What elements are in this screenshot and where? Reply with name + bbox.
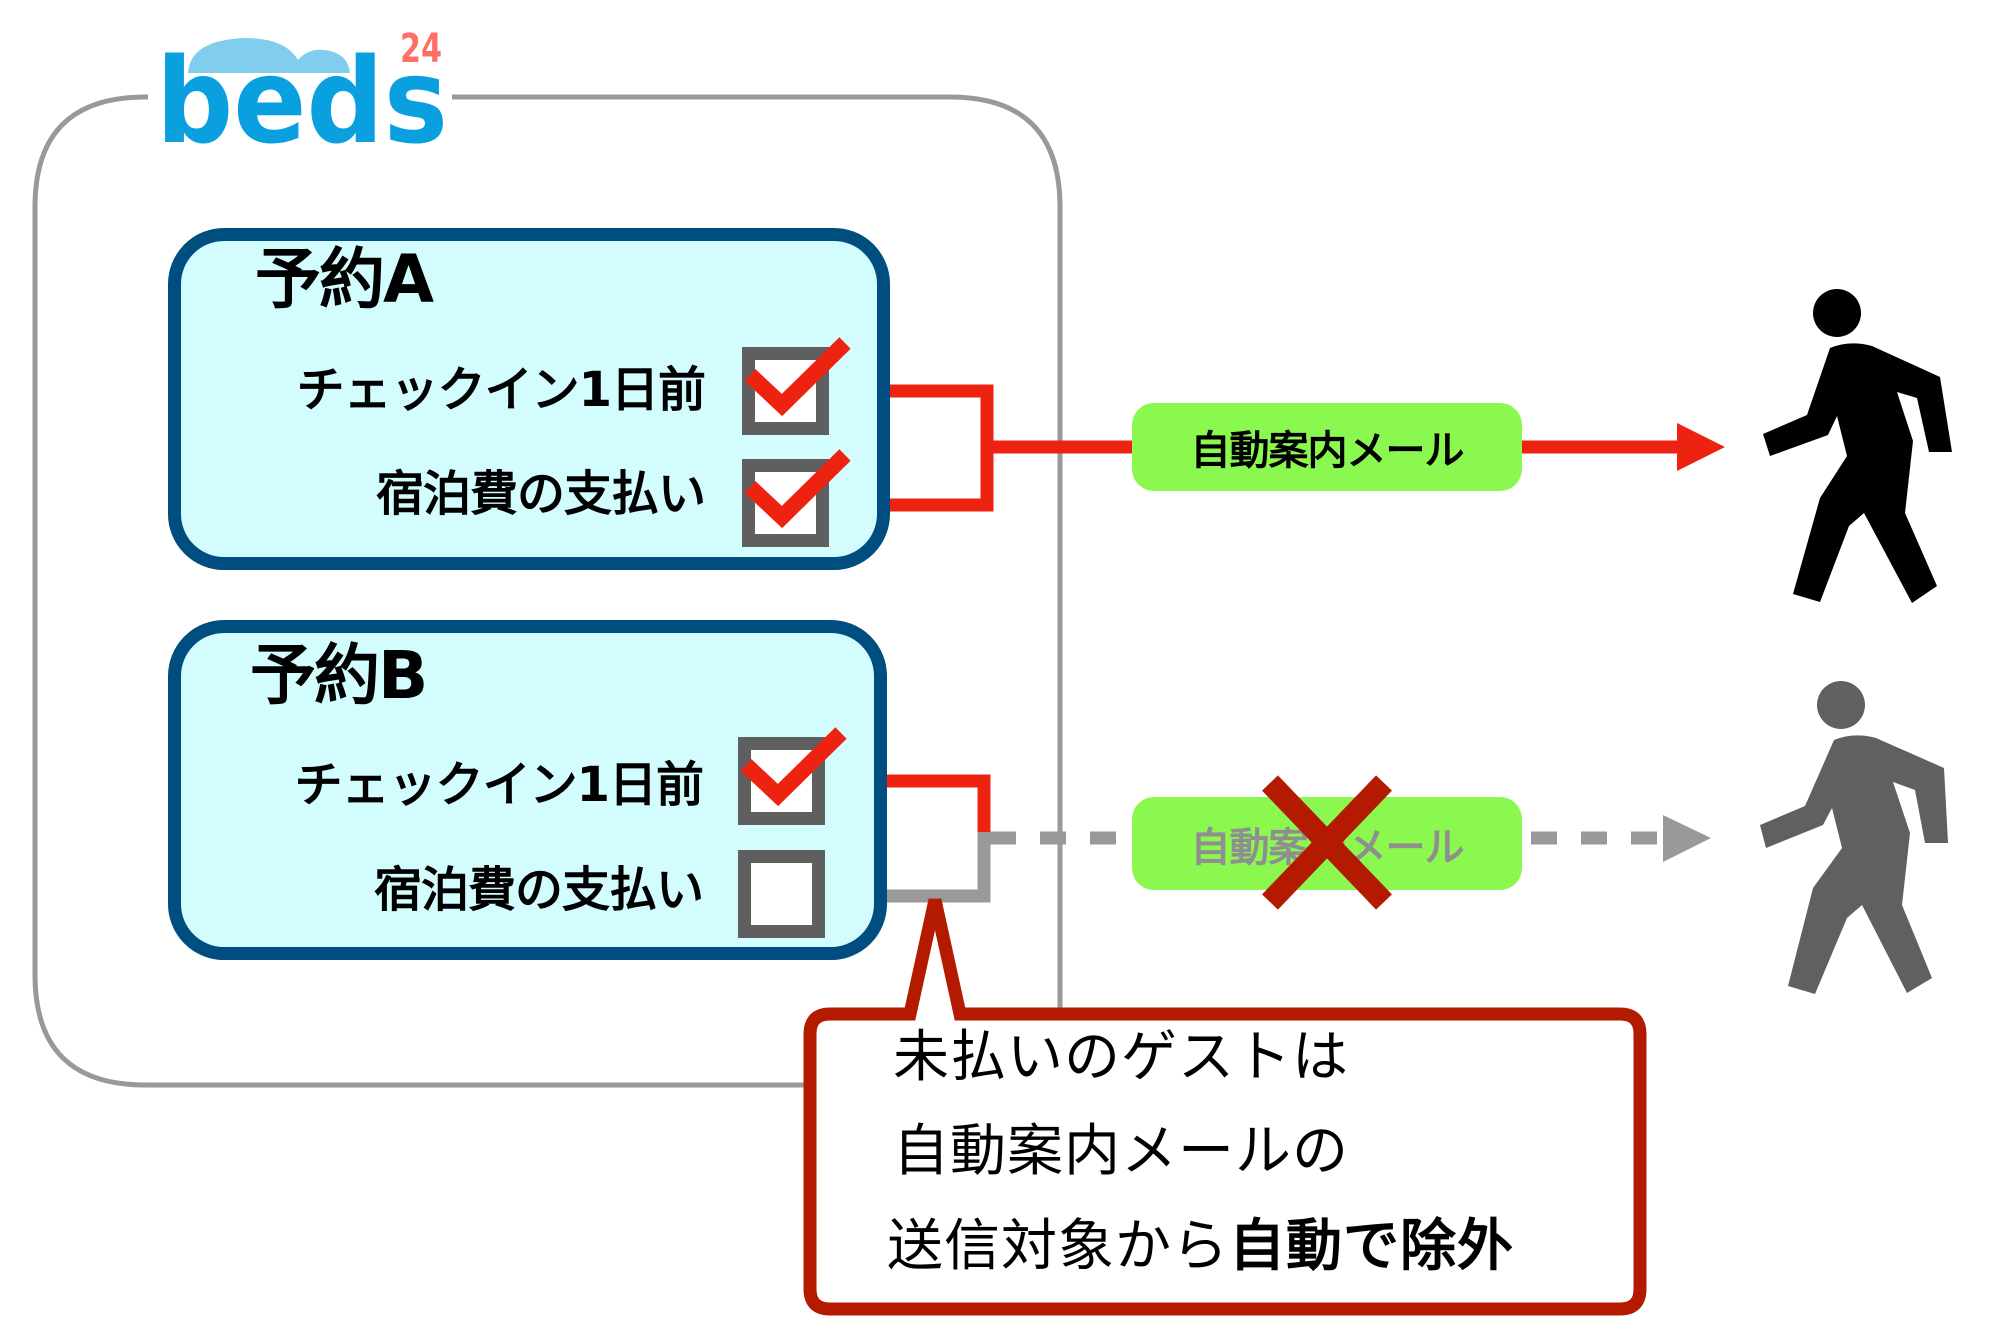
reservation-a-payment-label: 宿泊費の支払い	[375, 466, 706, 522]
reservation-b-payment-label: 宿泊費の支払い	[373, 862, 704, 918]
reservation-b-checkin-checkbox[interactable]	[738, 737, 825, 825]
auto-mail-box-sent: 自動案内メール	[1132, 403, 1522, 491]
reservation-a-checkin-label: チェックイン1日前	[296, 362, 706, 418]
reservation-a-payment-checkbox[interactable]	[742, 459, 829, 547]
reservation-b-checkin-label: チェックイン1日前	[294, 757, 704, 813]
logo-number: 24	[400, 26, 442, 72]
walking-person-icon	[1763, 289, 1952, 603]
reservation-b-payment-checkbox[interactable]	[738, 850, 825, 938]
beds24-logo: beds 24	[156, 26, 448, 153]
reservation-a-checkin-checkbox[interactable]	[742, 347, 829, 435]
logo-wordmark: beds	[156, 32, 448, 153]
reservation-b-title: 予約B	[250, 637, 428, 714]
arrow-head-sent	[1677, 423, 1725, 471]
callout-line-3-emphasis: 自動で除外	[1229, 1214, 1514, 1279]
reservation-a-title: 予約A	[255, 241, 434, 318]
connector-reservation-a	[832, 384, 1725, 512]
callout-line-3-prefix: 送信対象から	[887, 1214, 1229, 1279]
arrow-head-blocked	[1663, 815, 1711, 862]
auto-mail-label: 自動案内メール	[1190, 428, 1465, 474]
callout-line-3: 送信対象から自動で除外	[887, 1219, 1514, 1275]
callout-border	[803, 898, 1647, 1316]
walking-person-icon	[1760, 681, 1948, 994]
callout-line-1: 未払いのゲストは	[893, 1025, 1349, 1090]
callout-line-2: 自動案内メールの	[893, 1119, 1349, 1184]
logo-pillow	[188, 38, 350, 73]
cross-icon	[1262, 775, 1392, 910]
system-container-border	[32, 94, 1063, 1088]
